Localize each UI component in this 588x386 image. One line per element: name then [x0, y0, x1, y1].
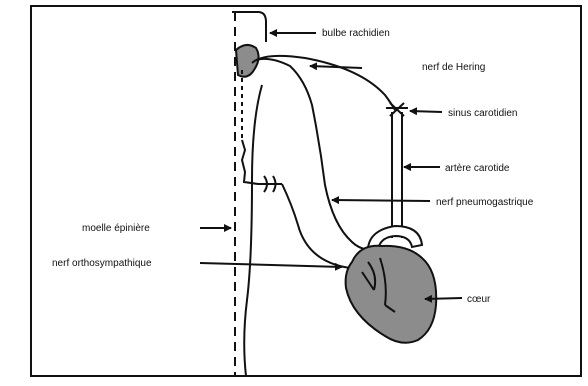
frame [31, 6, 581, 376]
label-artere-carotide: artère carotide [445, 163, 510, 174]
label-moelle-epiniere: moelle épinière [82, 223, 150, 234]
label-bulbe-rachidien: bulbe rachidien [322, 28, 390, 39]
nerf-de-hering-path [252, 56, 395, 110]
coeur-shape [346, 246, 437, 343]
label-nerf-de-hering: nerf de Hering [422, 62, 485, 73]
nerf-pneumogastrique-path [256, 59, 368, 250]
label-nerf-orthosympathique: nerf orthosympathique [52, 258, 152, 269]
label-coeur: cœur [467, 294, 491, 305]
artere-carotide-shape [386, 103, 408, 238]
label-sinus-carotidien: sinus carotidien [448, 108, 517, 119]
label-nerf-pneumogastrique: nerf pneumogastrique [436, 197, 534, 208]
